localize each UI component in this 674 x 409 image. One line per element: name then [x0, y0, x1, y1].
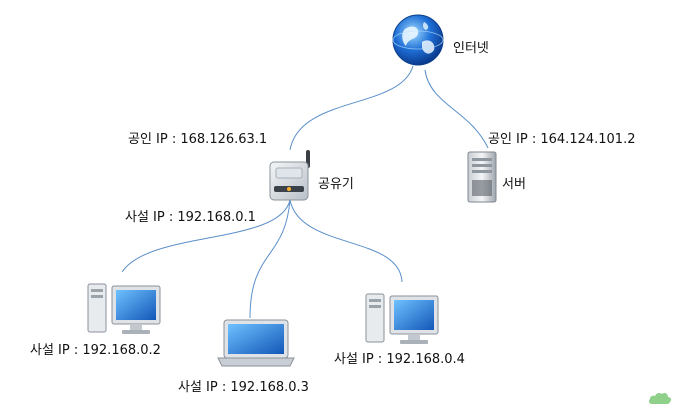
router-private-ip: 사설 IP : 192.168.0.1 — [125, 210, 256, 225]
globe-icon — [390, 12, 446, 72]
server-tower-icon — [466, 150, 498, 208]
internet-label: 인터넷 — [453, 41, 489, 56]
cloud-icon — [648, 390, 672, 409]
link-router-client2 — [249, 199, 291, 319]
desktop-pc-icon — [364, 290, 442, 350]
link-internet-router — [289, 65, 414, 151]
link-internet-server — [424, 69, 489, 149]
client1-ip: 사설 IP : 192.168.0.2 — [30, 343, 161, 358]
server-label: 서버 — [502, 177, 526, 192]
router-label: 공유기 — [318, 177, 354, 192]
link-router-client3 — [289, 199, 403, 283]
router-public-ip: 공인 IP : 168.126.63.1 — [128, 132, 268, 147]
laptop-icon — [216, 318, 296, 372]
desktop-pc-icon — [86, 280, 164, 340]
link-router-client1 — [121, 199, 291, 273]
client3-ip: 사설 IP : 192.168.0.4 — [334, 352, 465, 367]
server-public-ip: 공인 IP : 164.124.101.2 — [488, 132, 636, 147]
router-icon — [266, 148, 318, 208]
client2-ip: 사설 IP : 192.168.0.3 — [178, 380, 309, 395]
